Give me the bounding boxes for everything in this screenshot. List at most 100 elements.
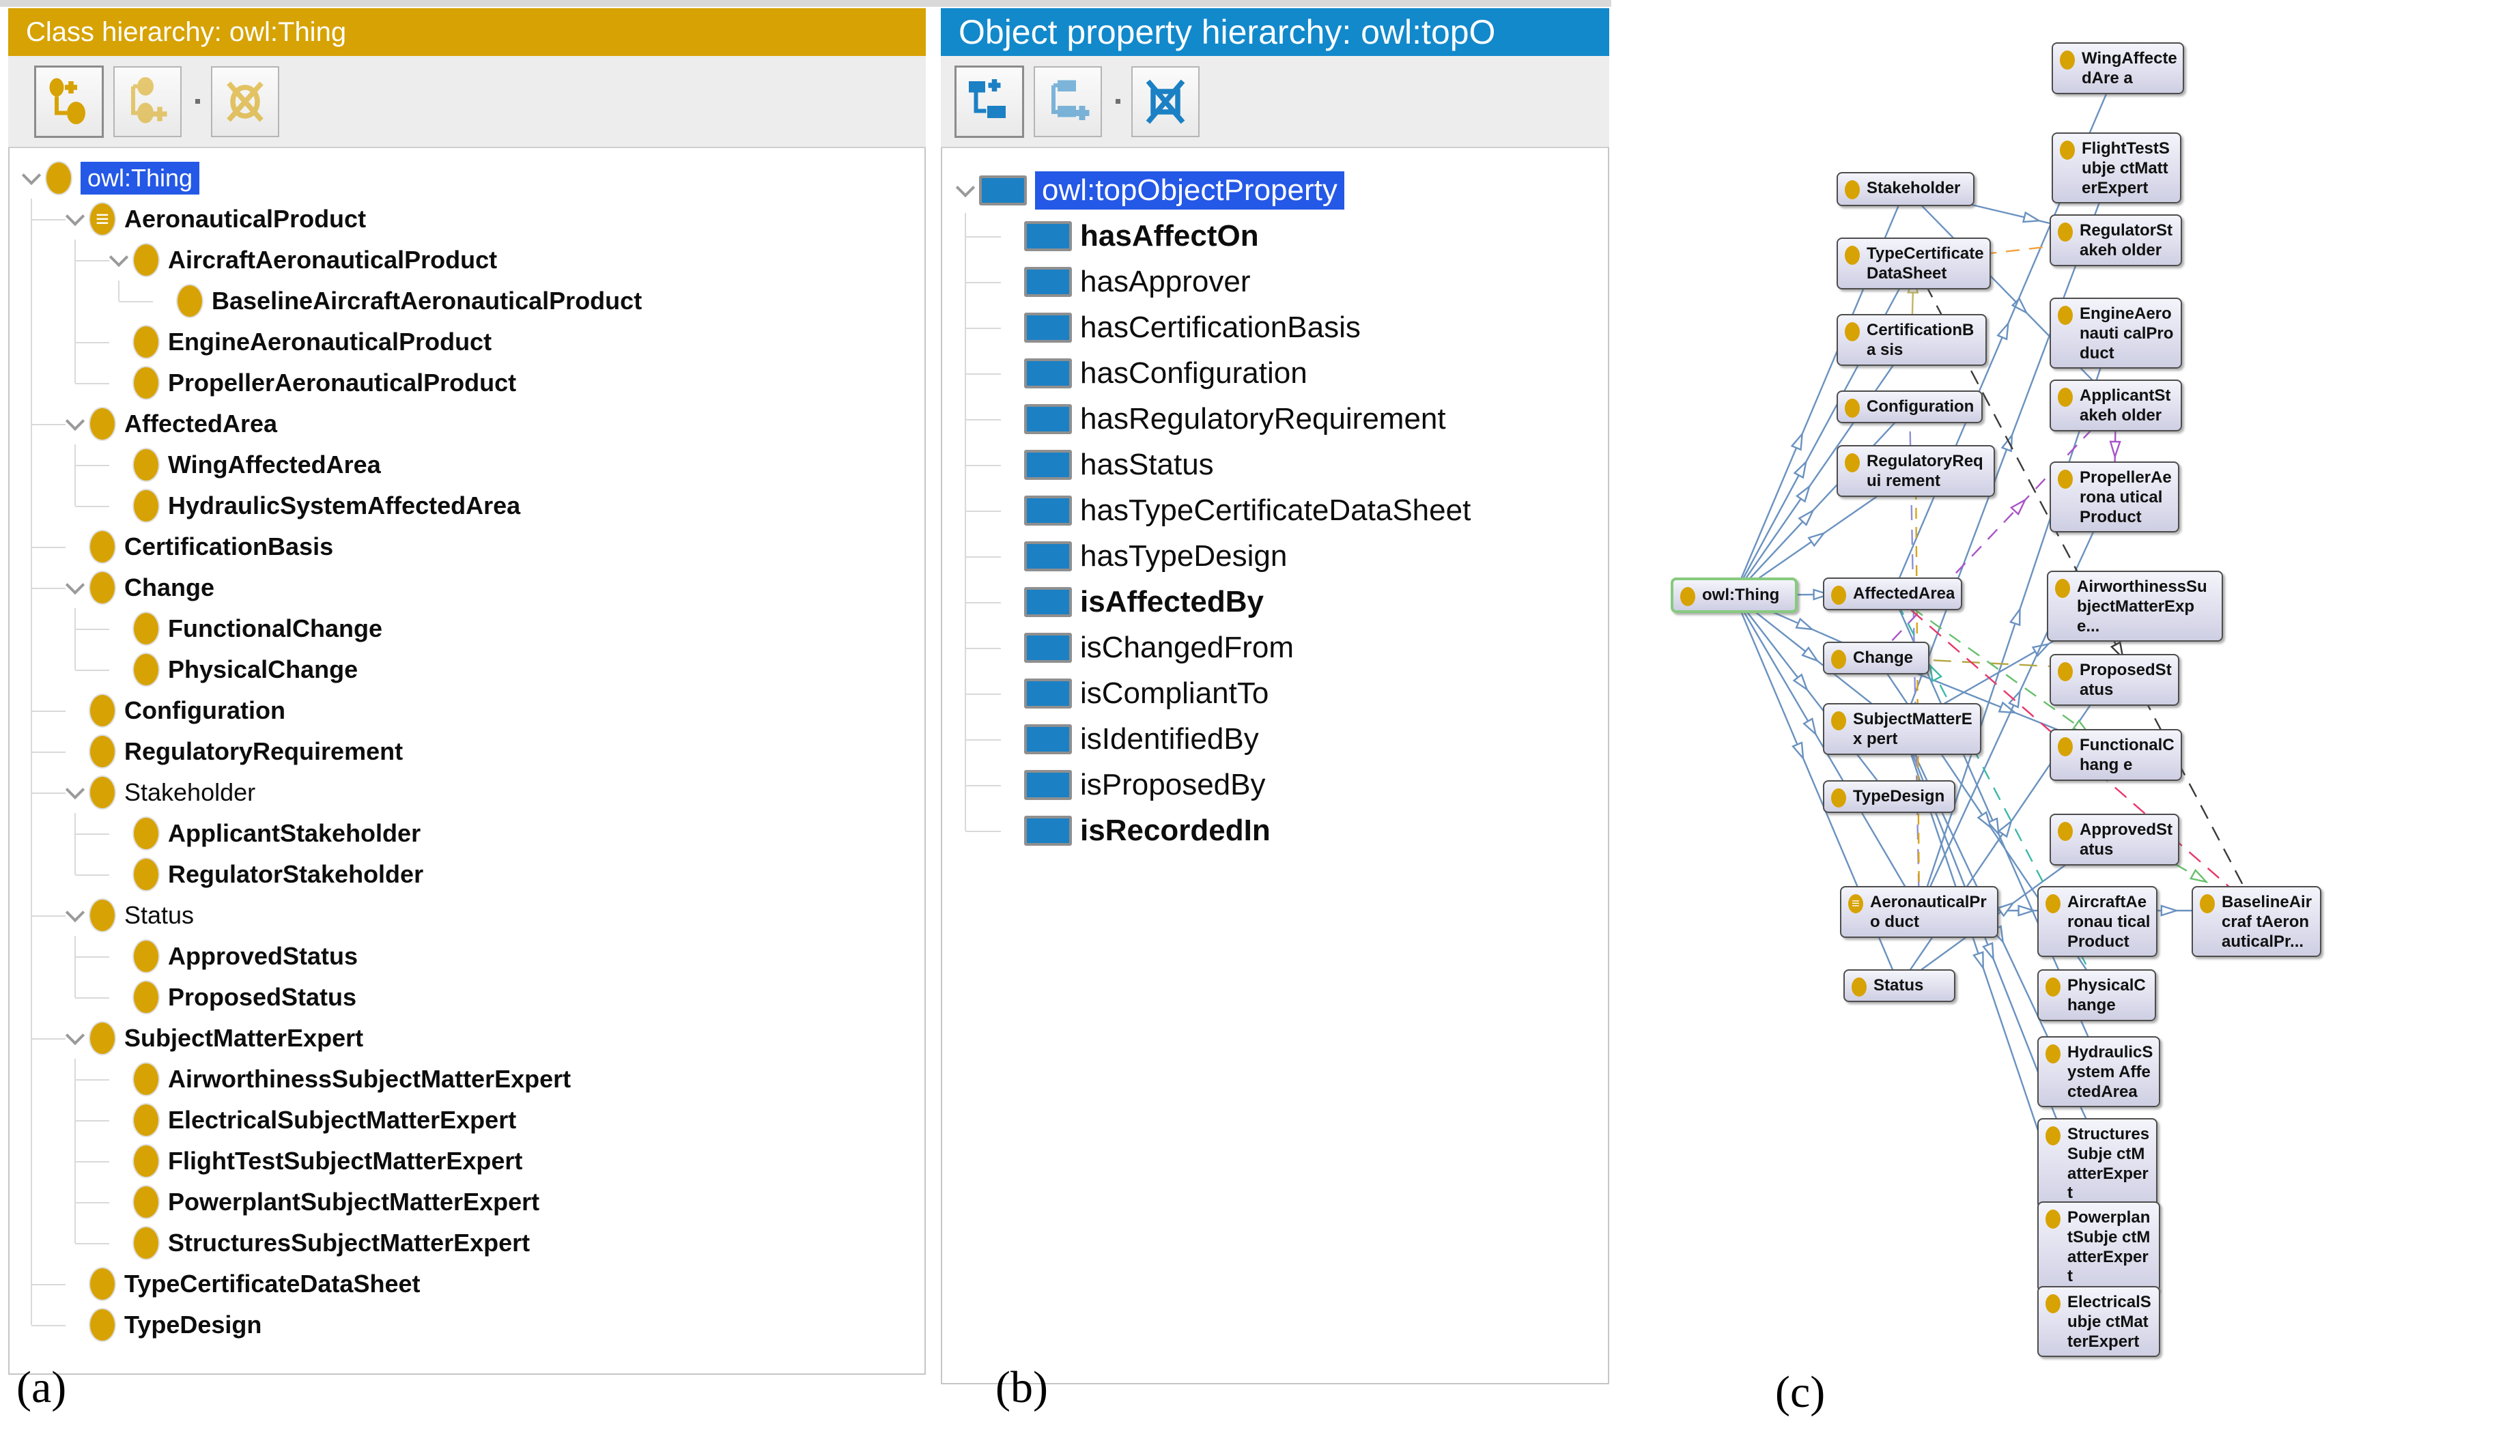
property-tree-row[interactable]: hasAffectOn — [942, 213, 1608, 259]
object-property-hierarchy-header: Object property hierarchy: owl:topO — [941, 8, 1609, 56]
class-tree-row[interactable]: PropellerAeronauticalProduct — [10, 362, 924, 403]
graph-node[interactable]: SubjectMatterEx pert — [1823, 703, 1981, 755]
class-tree-row[interactable]: EngineAeronauticalProduct — [10, 322, 924, 362]
class-tree-row[interactable]: SubjectMatterExpert — [10, 1018, 924, 1059]
graph-node[interactable]: RegulatoryRequi rement — [1837, 445, 1995, 497]
graph-node[interactable]: ≡AeronauticalPro duct — [1840, 886, 1998, 938]
object-property-icon — [1024, 815, 1072, 846]
class-tree-row[interactable]: AirworthinessSubjectMatterExpert — [10, 1059, 924, 1100]
class-tree-row[interactable]: CertificationBasis — [10, 526, 924, 567]
graph-node[interactable]: AircraftAeronau ticalProduct — [2037, 886, 2157, 958]
delete-class-button[interactable] — [211, 66, 279, 137]
graph-node[interactable]: CertificationBa sis — [1837, 314, 1987, 366]
property-name: hasAffectOn — [1080, 218, 1259, 253]
tree-connector — [965, 601, 1001, 603]
class-tree-row[interactable]: ApplicantStakeholder — [10, 813, 924, 854]
class-tree-row[interactable]: FunctionalChange — [10, 608, 924, 649]
tree-connector — [75, 1120, 109, 1122]
graph-node-label: TypeCertificate DataSheet — [1867, 244, 1984, 283]
graph-node[interactable]: ElectricalSubje ctMatterExpert — [2037, 1286, 2160, 1358]
class-tree-row[interactable]: AffectedArea — [10, 403, 924, 444]
property-tree-row[interactable]: isCompliantTo — [942, 670, 1608, 716]
property-tree-row[interactable]: hasTypeCertificateDataSheet — [942, 487, 1608, 533]
object-property-icon — [1024, 358, 1072, 388]
add-sibling-property-button[interactable] — [1034, 66, 1102, 137]
class-tree-row[interactable]: StructuresSubjectMatterExpert — [10, 1223, 924, 1264]
tree-connector — [31, 915, 66, 917]
class-tree-row[interactable]: WingAffectedArea — [10, 444, 924, 485]
graph-node[interactable]: PropellerAerona uticalProduct — [2050, 461, 2179, 533]
property-tree-row[interactable]: hasConfiguration — [942, 350, 1608, 396]
add-subclass-button[interactable] — [34, 65, 104, 138]
class-icon — [89, 407, 116, 441]
tree-connector — [965, 556, 1001, 558]
graph-node[interactable]: RegulatorStakeh older — [2050, 214, 2182, 266]
class-icon — [2045, 1210, 2061, 1229]
graph-node[interactable]: Stakeholder — [1837, 172, 1974, 206]
graph-node[interactable]: AirworthinessSu bjectMatterExpe... — [2047, 571, 2223, 642]
graph-node-label: PhysicalChange — [2067, 976, 2146, 1014]
graph-node[interactable]: FunctionalChang e — [2050, 729, 2182, 781]
graph-node[interactable]: BaselineAircraf tAeronauticalPr... — [2192, 886, 2321, 958]
graph-node[interactable]: AffectedArea — [1823, 577, 1962, 610]
class-tree-row[interactable]: owl:Thing — [10, 158, 924, 199]
property-tree-row[interactable]: isAffectedBy — [942, 579, 1608, 625]
graph-node[interactable]: WingAffectedAre a — [2052, 42, 2184, 94]
class-tree-row[interactable]: TypeDesign — [10, 1304, 924, 1345]
class-icon — [132, 1185, 160, 1219]
class-tree-row[interactable]: AircraftAeronauticalProduct — [10, 240, 924, 281]
class-tree-row[interactable]: PowerplantSubjectMatterExpert — [10, 1182, 924, 1223]
delete-property-button[interactable] — [1131, 66, 1200, 137]
property-tree-row[interactable]: isChangedFrom — [942, 625, 1608, 670]
add-subproperty-icon — [969, 78, 1006, 118]
class-tree-row[interactable]: Change — [10, 567, 924, 608]
property-tree-row[interactable]: isRecordedIn — [942, 808, 1608, 853]
graph-node[interactable]: owl:Thing — [1671, 577, 1798, 613]
add-sibling-class-button[interactable] — [113, 66, 182, 137]
property-tree-row[interactable]: hasRegulatoryRequirement — [942, 396, 1608, 442]
graph-node[interactable]: Status — [1843, 969, 1955, 1002]
property-tree-row[interactable]: isProposedBy — [942, 762, 1608, 808]
graph-edge-arrowhead — [1997, 819, 2013, 838]
property-tree-row[interactable]: hasStatus — [942, 442, 1608, 487]
class-tree-row[interactable]: TypeCertificateDataSheet — [10, 1264, 924, 1304]
graph-node[interactable]: HydraulicSystem AffectedArea — [2037, 1036, 2160, 1108]
property-tree-row[interactable]: isIdentifiedBy — [942, 716, 1608, 762]
property-tree-row[interactable]: hasApprover — [942, 259, 1608, 304]
graph-node[interactable]: EngineAeronauti calProduct — [2050, 298, 2182, 369]
class-tree-row[interactable]: ElectricalSubjectMatterExpert — [10, 1100, 924, 1141]
graph-node[interactable]: ProposedStatus — [2050, 654, 2179, 706]
property-tree-row[interactable]: owl:topObjectProperty — [942, 167, 1608, 213]
graph-node[interactable]: ApplicantStakeh older — [2050, 380, 2182, 431]
property-tree-row[interactable]: hasTypeDesign — [942, 533, 1608, 579]
class-tree-row[interactable]: RegulatorStakeholder — [10, 854, 924, 895]
class-tree-row[interactable]: Status — [10, 895, 924, 936]
property-tree-row[interactable]: hasCertificationBasis — [942, 304, 1608, 350]
class-tree-row[interactable]: ApprovedStatus — [10, 936, 924, 977]
window-top-strip — [0, 0, 1611, 7]
class-tree-row[interactable]: BaselineAircraftAeronauticalProduct — [10, 281, 924, 322]
graph-node-label: ApprovedStatus — [2080, 820, 2172, 859]
tree-connector — [75, 1202, 109, 1203]
graph-node[interactable]: PowerplantSubje ctMatterExpert — [2037, 1201, 2160, 1293]
class-tree-row[interactable]: ≡AeronauticalProduct — [10, 199, 924, 240]
graph-node[interactable]: Change — [1823, 642, 1929, 674]
class-tree-row[interactable]: PhysicalChange — [10, 649, 924, 690]
class-tree-row[interactable]: HydraulicSystemAffectedArea — [10, 485, 924, 526]
class-tree-row[interactable]: RegulatoryRequirement — [10, 731, 924, 772]
graph-node[interactable]: FlightTestSubje ctMatterExpert — [2052, 132, 2181, 204]
graph-node[interactable]: ApprovedStatus — [2050, 814, 2179, 866]
add-subproperty-button[interactable] — [954, 65, 1024, 138]
graph-node[interactable]: PhysicalChange — [2037, 969, 2156, 1021]
class-icon — [132, 1226, 160, 1260]
graph-node[interactable]: TypeDesign — [1823, 780, 1955, 813]
graph-node[interactable]: Configuration — [1837, 390, 1983, 423]
graph-node-label: RegulatoryRequi rement — [1867, 452, 1983, 490]
add-sibling-property-icon — [1051, 80, 1090, 120]
class-tree-row[interactable]: ProposedStatus — [10, 977, 924, 1018]
graph-node[interactable]: StructuresSubje ctMatterExpert — [2037, 1118, 2157, 1210]
class-tree-row[interactable]: FlightTestSubjectMatterExpert — [10, 1141, 924, 1182]
class-tree-row[interactable]: Stakeholder — [10, 772, 924, 813]
class-tree-row[interactable]: Configuration — [10, 690, 924, 731]
graph-node[interactable]: TypeCertificate DataSheet — [1837, 238, 1991, 289]
